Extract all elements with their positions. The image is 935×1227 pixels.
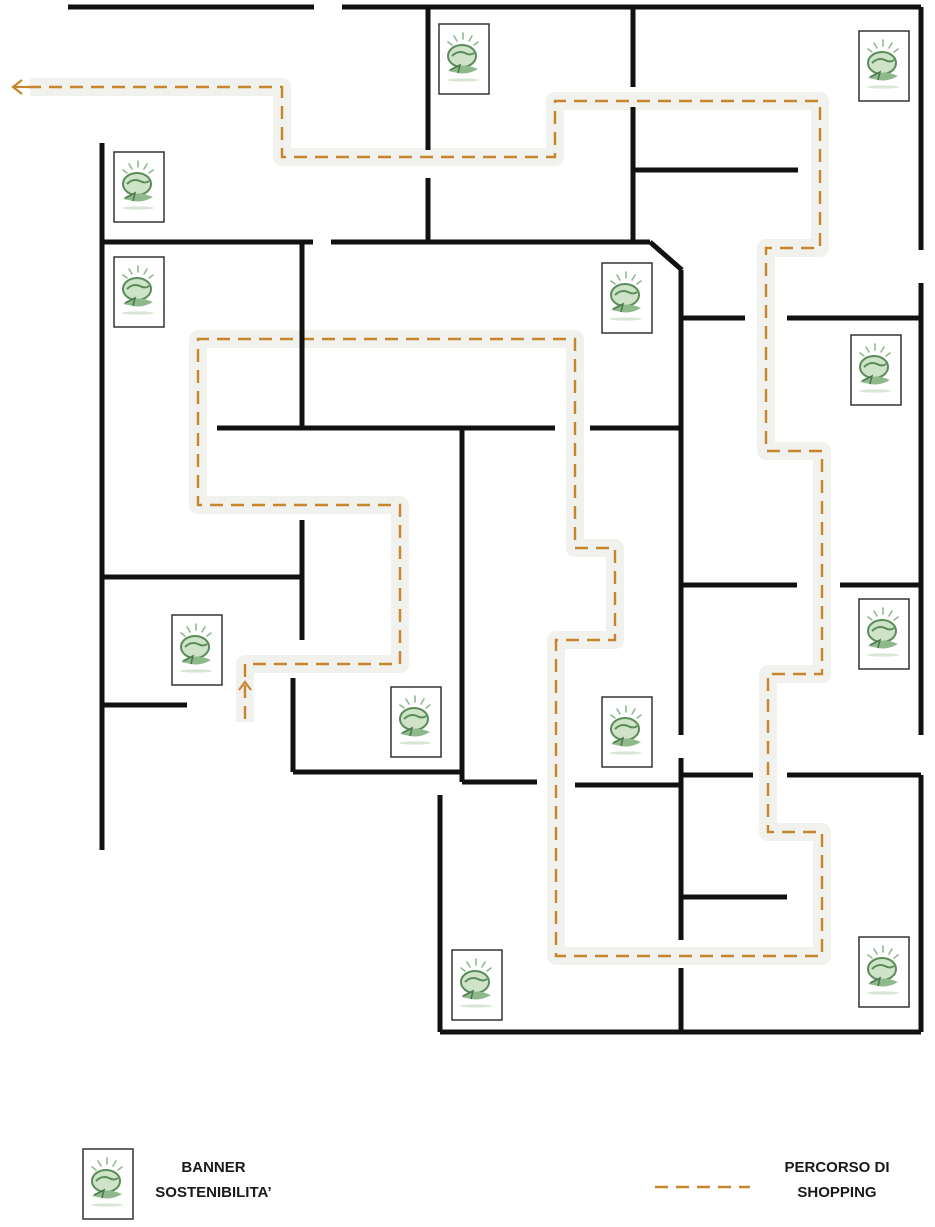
legend-banner-icon xyxy=(82,1148,134,1220)
legend-banner-label: BANNER SOSTENIBILITA’ xyxy=(146,1155,281,1205)
legend-banner-line2: SOSTENIBILITA’ xyxy=(155,1184,272,1201)
sustainability-banner-icon xyxy=(858,936,910,1008)
sustainability-banner-icon xyxy=(438,23,490,95)
shopping-path xyxy=(11,78,831,965)
legend-path-line1: PERCORSO DI xyxy=(784,1159,890,1176)
legend-banner-line1: BANNER xyxy=(181,1159,246,1176)
sustainability-banner-icon xyxy=(451,949,503,1021)
walls xyxy=(68,4,924,1035)
sustainability-banner-icon xyxy=(858,598,910,670)
legend-path-line2: SHOPPING xyxy=(797,1184,877,1201)
sustainability-banner-icon xyxy=(858,30,910,102)
path-start-arrow-icon xyxy=(238,680,252,691)
sustainability-banner-icon xyxy=(390,686,442,758)
sustainability-banner-icon xyxy=(850,334,902,406)
sustainability-banner-icon xyxy=(171,614,223,686)
legend xyxy=(82,1148,750,1220)
sustainability-banner-icon xyxy=(601,262,653,334)
legend-path-label: PERCORSO DI SHOPPING xyxy=(772,1155,902,1205)
banners xyxy=(113,23,910,1021)
sustainability-banner-icon xyxy=(601,696,653,768)
sustainability-banner-icon xyxy=(113,256,165,328)
sustainability-banner-icon xyxy=(113,151,165,223)
